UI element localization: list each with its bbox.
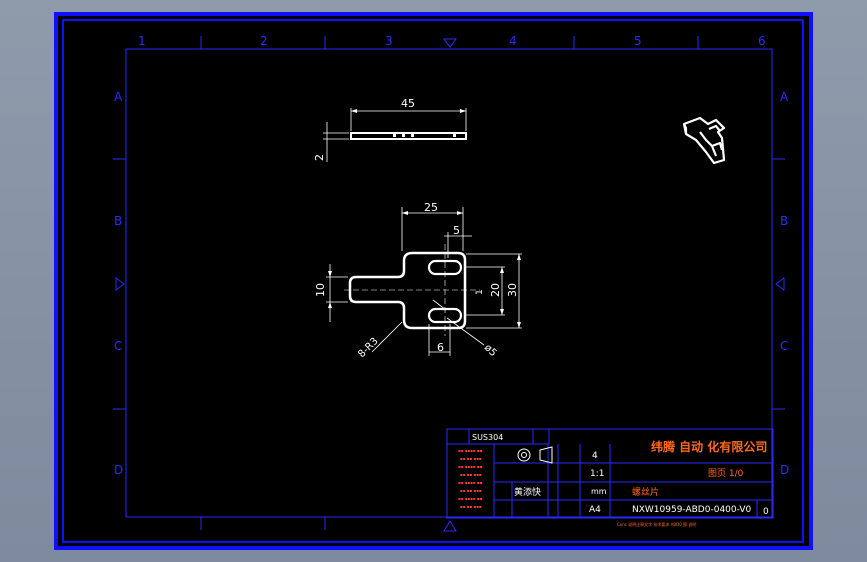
svg-text:▪▪ ▪▪ ▪▪▪: ▪▪ ▪▪ ▪▪▪ bbox=[460, 456, 482, 461]
svg-text:▪▪ ▪▪ ▪▪▪: ▪▪ ▪▪ ▪▪▪ bbox=[460, 488, 482, 493]
zone-row-c-right: C bbox=[780, 339, 788, 353]
zone-col-4: 4 bbox=[509, 34, 517, 48]
material-value: SUS304 bbox=[472, 433, 503, 442]
zone-ticks-left bbox=[113, 158, 126, 410]
title-block bbox=[446, 428, 774, 519]
dim-thickness-2: 2 bbox=[313, 154, 326, 161]
dim-width-25: 25 bbox=[424, 201, 438, 214]
dim-pitch-20: 20 bbox=[489, 283, 502, 297]
zone-col-1: 1 bbox=[138, 34, 146, 48]
isometric-view bbox=[682, 116, 726, 165]
center-mark-top bbox=[443, 38, 457, 48]
center-mark-left bbox=[115, 277, 125, 291]
dim-center-1: 1 bbox=[475, 289, 485, 295]
zone-col-3: 3 bbox=[385, 34, 393, 48]
page-label: 图页 1/0 bbox=[708, 468, 744, 479]
dim-slot-6: 6 bbox=[437, 341, 444, 354]
dim-height-30: 30 bbox=[506, 283, 519, 297]
side-view: 45 2 bbox=[313, 97, 467, 162]
svg-text:▪▪ ▪▪▪▪ ▪▪: ▪▪ ▪▪▪▪ ▪▪ bbox=[458, 496, 483, 501]
zone-row-d-left: D bbox=[114, 463, 123, 477]
zone-row-c-left: C bbox=[114, 339, 122, 353]
center-mark-right bbox=[775, 277, 785, 291]
zone-col-5: 5 bbox=[634, 34, 642, 48]
title-block-left-notes: ▪▪ ▪▪▪▪ ▪▪ ▪▪ ▪▪ ▪▪▪ ▪▪ ▪▪▪▪ ▪▪ ▪▪ ▪▪ ▪▪… bbox=[458, 448, 483, 509]
part-name: 螺丝片 bbox=[632, 486, 659, 498]
drawing-frame-outer bbox=[62, 19, 804, 543]
revision-value: 0 bbox=[763, 507, 769, 517]
sheet-background bbox=[54, 12, 813, 550]
svg-text:▪▪ ▪▪▪▪ ▪▪: ▪▪ ▪▪▪▪ ▪▪ bbox=[458, 448, 483, 453]
drawing-frame-inner bbox=[125, 48, 773, 518]
svg-text:▪▪ ▪▪ ▪▪▪: ▪▪ ▪▪ ▪▪▪ bbox=[460, 472, 482, 477]
sheet-size-value: A4 bbox=[589, 505, 601, 515]
part-outline bbox=[348, 251, 467, 330]
scale-value: 1:1 bbox=[590, 469, 604, 479]
zone-row-a-left: A bbox=[114, 90, 123, 104]
zone-ticks-top bbox=[200, 36, 699, 49]
dim-offset-5: 5 bbox=[453, 224, 460, 237]
zone-ticks-bottom bbox=[200, 517, 326, 530]
side-view-plate bbox=[350, 132, 467, 140]
designer-name: 黄添快 bbox=[514, 486, 541, 498]
zone-col-6: 6 bbox=[758, 34, 766, 48]
footer-note: Cons 说明注释文字 技术要求 ABD0 图 说明 bbox=[617, 521, 696, 527]
drawing-number: NXW10959-ABD0-0400-V0 bbox=[632, 505, 751, 515]
svg-text:▪▪ ▪▪ ▪▪▪: ▪▪ ▪▪ ▪▪▪ bbox=[460, 504, 482, 509]
units-value: mm bbox=[591, 487, 607, 496]
zone-col-2: 2 bbox=[260, 34, 268, 48]
company-name: 纬腾 自动 化有限公司 bbox=[651, 439, 767, 454]
svg-text:▪▪ ▪▪▪▪ ▪▪: ▪▪ ▪▪▪▪ ▪▪ bbox=[458, 464, 483, 469]
zone-ticks-right bbox=[772, 158, 785, 410]
zone-row-b-left: B bbox=[114, 214, 122, 228]
projection-symbol bbox=[517, 446, 553, 464]
svg-text:▪▪ ▪▪▪▪ ▪▪: ▪▪ ▪▪▪▪ ▪▪ bbox=[458, 480, 483, 485]
zone-row-a-right: A bbox=[780, 90, 789, 104]
dim-length-45: 45 bbox=[401, 97, 415, 110]
zone-row-d-right: D bbox=[780, 463, 789, 477]
center-mark-bottom bbox=[443, 520, 457, 532]
zone-row-b-right: B bbox=[780, 214, 788, 228]
dim-tab-10: 10 bbox=[314, 283, 327, 297]
quantity-value: 4 bbox=[592, 451, 598, 461]
